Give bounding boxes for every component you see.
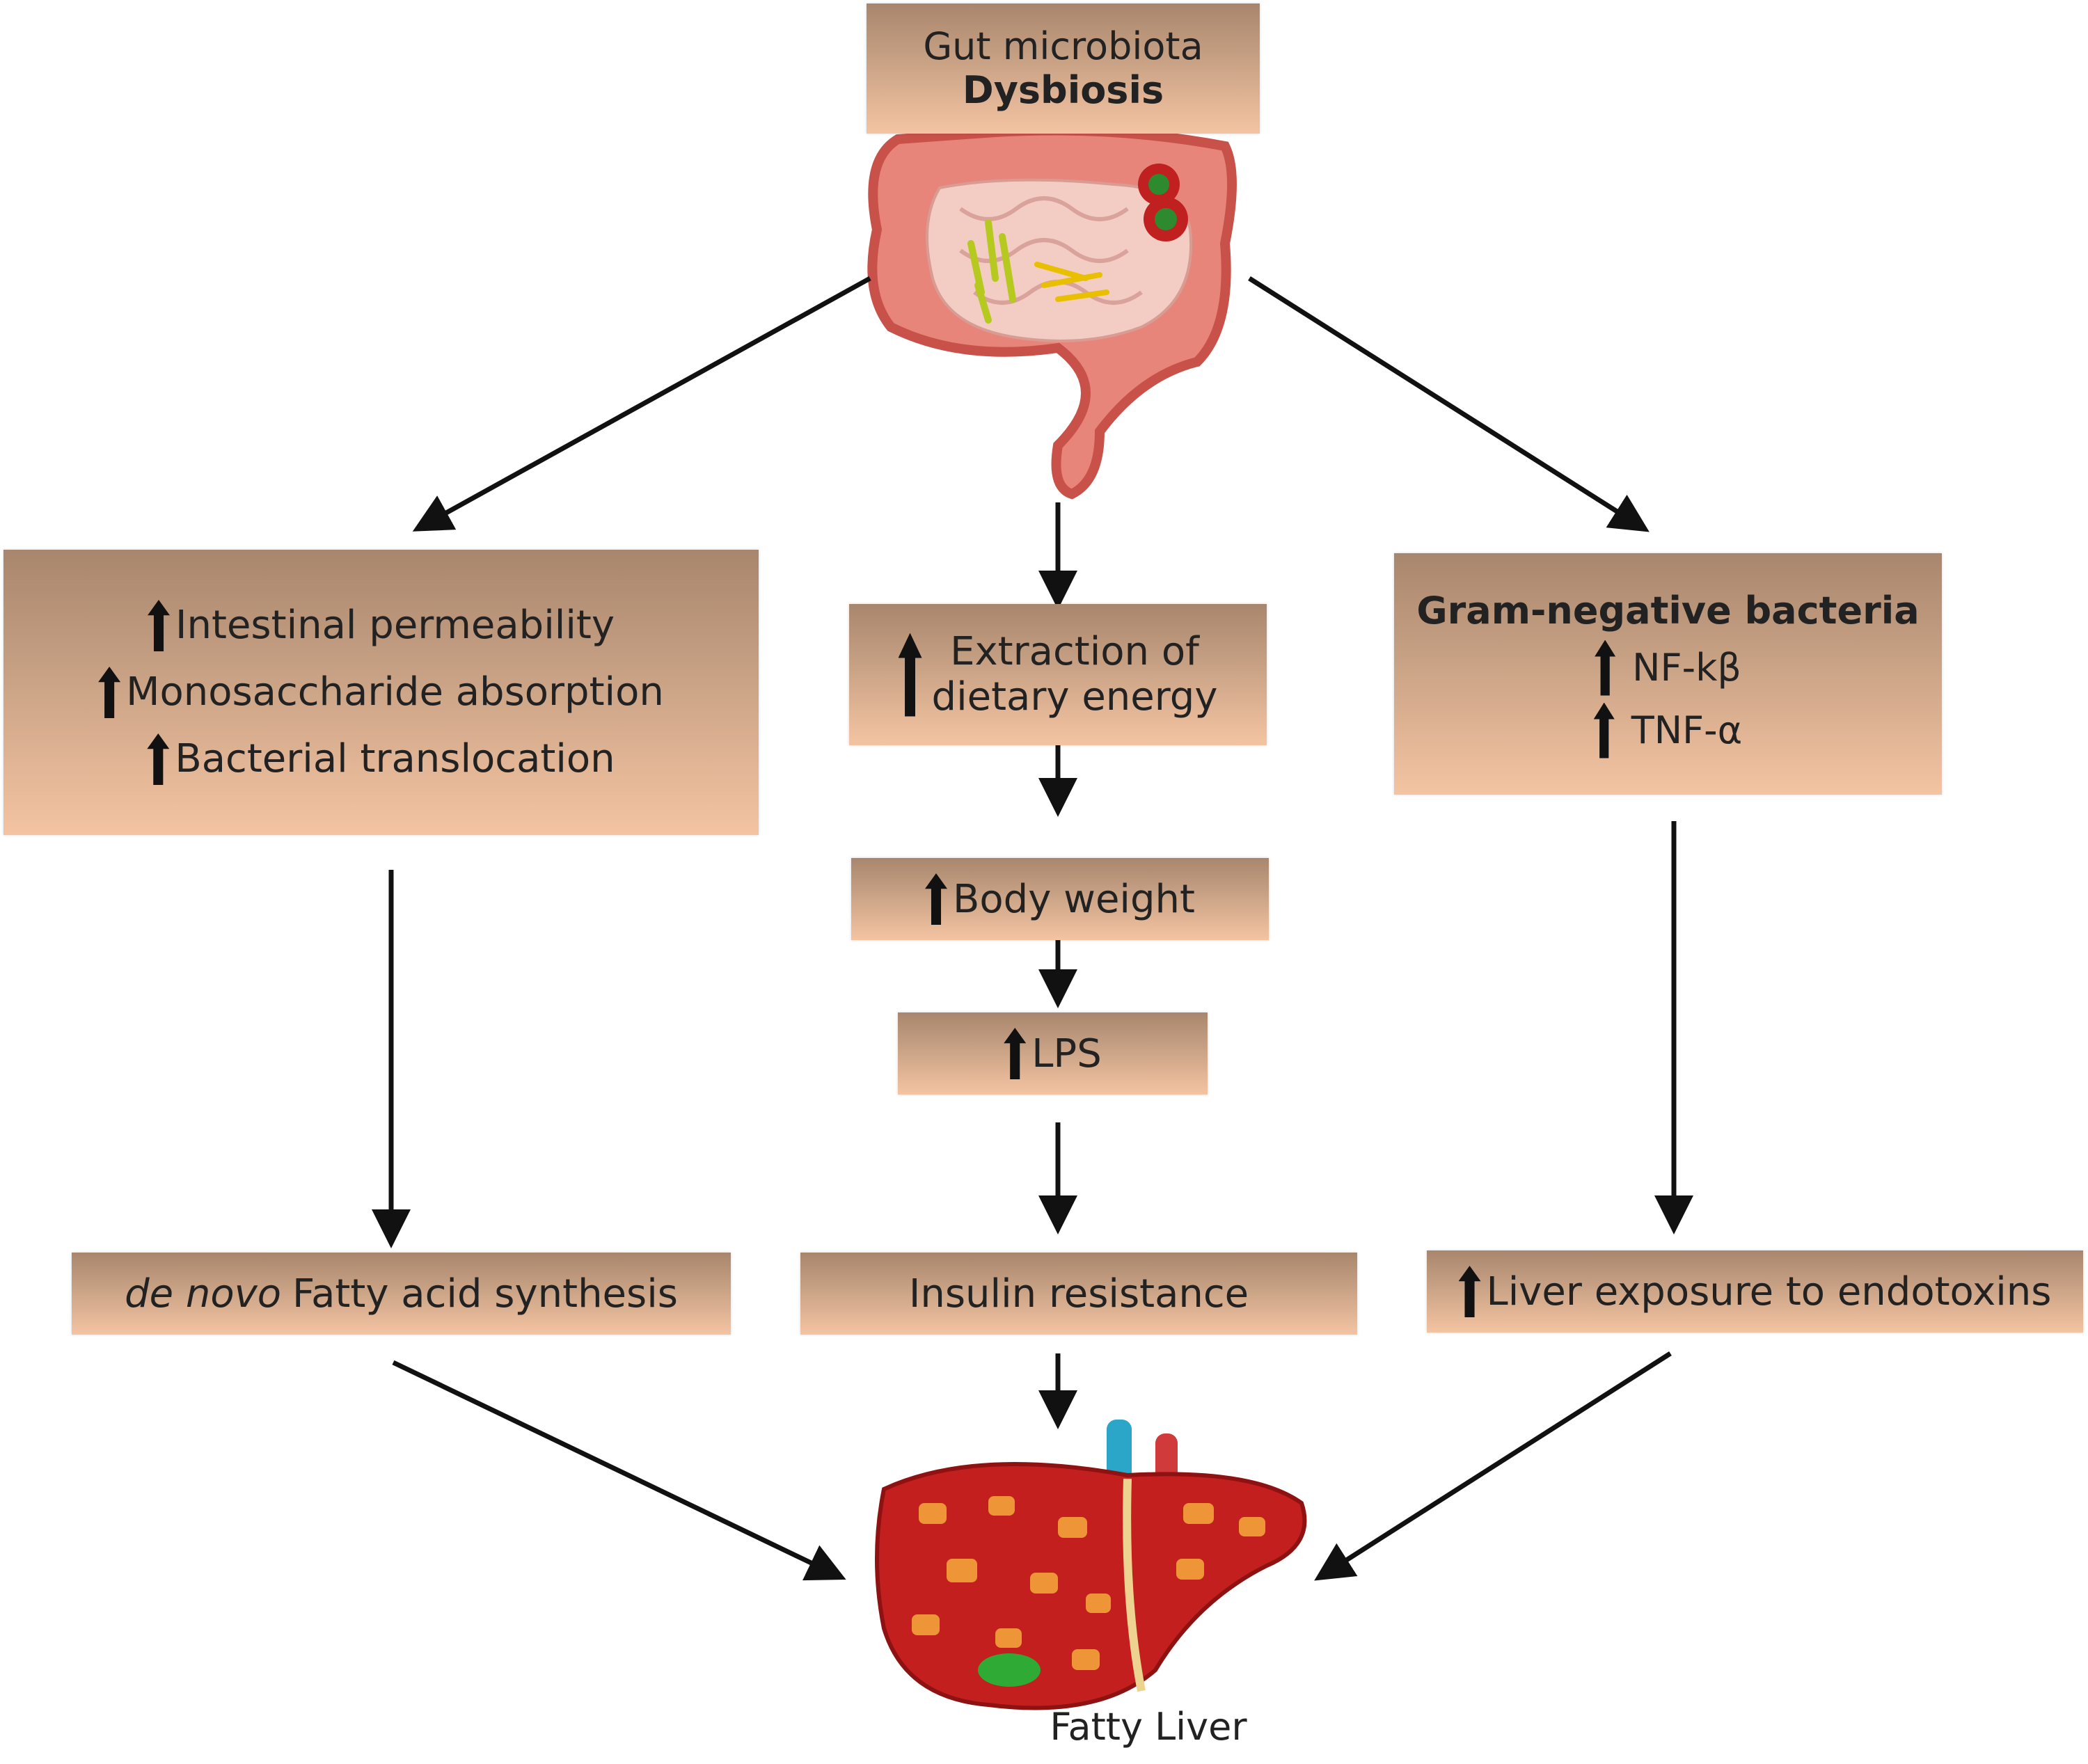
fatty-acid-synthesis-label: Fatty acid synthesis (292, 1271, 678, 1317)
intestine-illustration (867, 125, 1237, 500)
de-novo-label: de novo (125, 1271, 282, 1317)
increase-arrow-icon (148, 600, 171, 651)
increase-arrow-icon (925, 873, 947, 925)
gram-negative-label: Gram-negative bacteria (1416, 589, 1920, 633)
lps-box: LPS (898, 1012, 1208, 1095)
endotoxin-exposure-box: Liver exposure to endotoxins (1427, 1250, 2083, 1333)
fatty-liver-illustration (875, 1420, 1307, 1710)
monosaccharide-absorption-label: Monosaccharide absorption (126, 669, 664, 715)
increase-arrow-icon (147, 733, 170, 785)
dietary-energy-label: dietary energy (931, 674, 1218, 720)
insulin-resistance-box: Insulin resistance (800, 1253, 1357, 1335)
nf-kb-item: NF-kβ (1595, 639, 1741, 696)
increase-arrow-icon (1458, 1266, 1481, 1317)
body-weight-label: Body weight (953, 876, 1195, 922)
dysbiosis-label: Dysbiosis (962, 67, 1164, 112)
gut-microbiota-box: Gut microbiota Dysbiosis (867, 3, 1260, 134)
flow-arrows (372, 276, 1693, 1581)
tnf-alpha-item: TNF-α (1593, 702, 1743, 758)
permeability-box: Intestinal permeability Monosaccharide a… (3, 550, 759, 835)
increase-arrow-icon (898, 633, 922, 717)
increase-arrow-icon (1004, 1028, 1027, 1079)
nf-kb-label: NF-kβ (1632, 645, 1741, 690)
extraction-label: Extraction of (950, 629, 1199, 675)
intestinal-permeability-label: Intestinal permeability (175, 602, 615, 648)
fatty-liver-label: Fatty Liver (1050, 1705, 1247, 1749)
bacterial-translocation-item: Bacterial translocation (147, 733, 615, 785)
body-weight-box: Body weight (851, 858, 1269, 940)
bacterial-translocation-label: Bacterial translocation (175, 736, 615, 781)
gut-microbiota-label: Gut microbiota (923, 24, 1203, 69)
increase-arrow-icon (98, 667, 121, 718)
lps-label: LPS (1031, 1031, 1102, 1076)
intestinal-permeability-item: Intestinal permeability (148, 600, 615, 651)
dietary-energy-box: Extraction of dietary energy (849, 604, 1267, 745)
gram-negative-box: Gram-negative bacteria NF-kβ TNF-α (1394, 553, 1942, 795)
insulin-resistance-label: Insulin resistance (908, 1271, 1249, 1317)
fatty-acid-synthesis-box: de novo Fatty acid synthesis (72, 1253, 731, 1335)
monosaccharide-absorption-item: Monosaccharide absorption (98, 667, 664, 718)
increase-arrow-icon (1595, 639, 1616, 696)
endotoxin-exposure-label: Liver exposure to endotoxins (1486, 1269, 2052, 1314)
tnf-alpha-label: TNF-α (1631, 708, 1743, 752)
increase-arrow-icon (1593, 702, 1615, 758)
